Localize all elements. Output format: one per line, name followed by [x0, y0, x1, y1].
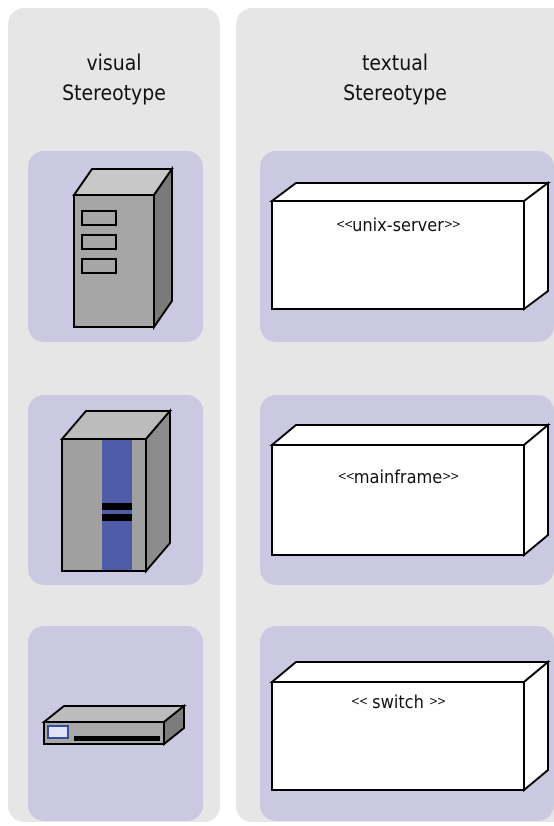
visual-column-title: visual Stereotype	[8, 48, 220, 108]
switch-node-box	[269, 659, 551, 793]
unix-server-node-box	[269, 181, 551, 311]
stereotype-open: <<	[336, 217, 353, 231]
visual-title-line1: visual	[86, 51, 142, 75]
textual-title-line2: Stereotype	[343, 81, 447, 105]
textual-column-title: textual Stereotype	[236, 48, 554, 108]
stereotype-open: <<	[350, 694, 368, 708]
textual-switch-tile: << switch >>	[260, 626, 554, 821]
unix-server-icon	[72, 165, 174, 331]
stereotype-open: <<	[337, 469, 355, 483]
textual-stereotype-column: textual Stereotype <<unix-server>> <<mai…	[236, 8, 554, 822]
switch-node-label: << switch >>	[260, 692, 536, 713]
mainframe-node-box	[269, 422, 551, 558]
stereotype-close: >>	[442, 469, 459, 483]
visual-stereotype-column: visual Stereotype	[8, 8, 220, 822]
node-name: switch	[372, 692, 424, 713]
visual-switch-tile	[28, 626, 203, 821]
node-name: unix-server	[352, 215, 444, 236]
mainframe-icon	[59, 408, 173, 574]
mainframe-node-label: <<mainframe>>	[260, 467, 536, 488]
visual-title-line2: Stereotype	[62, 81, 166, 105]
stereotype-close: >>	[443, 217, 461, 231]
switch-icon	[41, 703, 187, 747]
stereotype-close: >>	[429, 694, 446, 708]
textual-unix-server-tile: <<unix-server>>	[260, 151, 554, 342]
textual-title-line1: textual	[361, 51, 429, 75]
node-name: mainframe	[353, 467, 443, 488]
textual-mainframe-tile: <<mainframe>>	[260, 395, 554, 585]
unix-server-node-label: <<unix-server>>	[260, 215, 536, 236]
visual-mainframe-tile	[28, 395, 203, 585]
visual-unix-server-tile	[28, 151, 203, 342]
